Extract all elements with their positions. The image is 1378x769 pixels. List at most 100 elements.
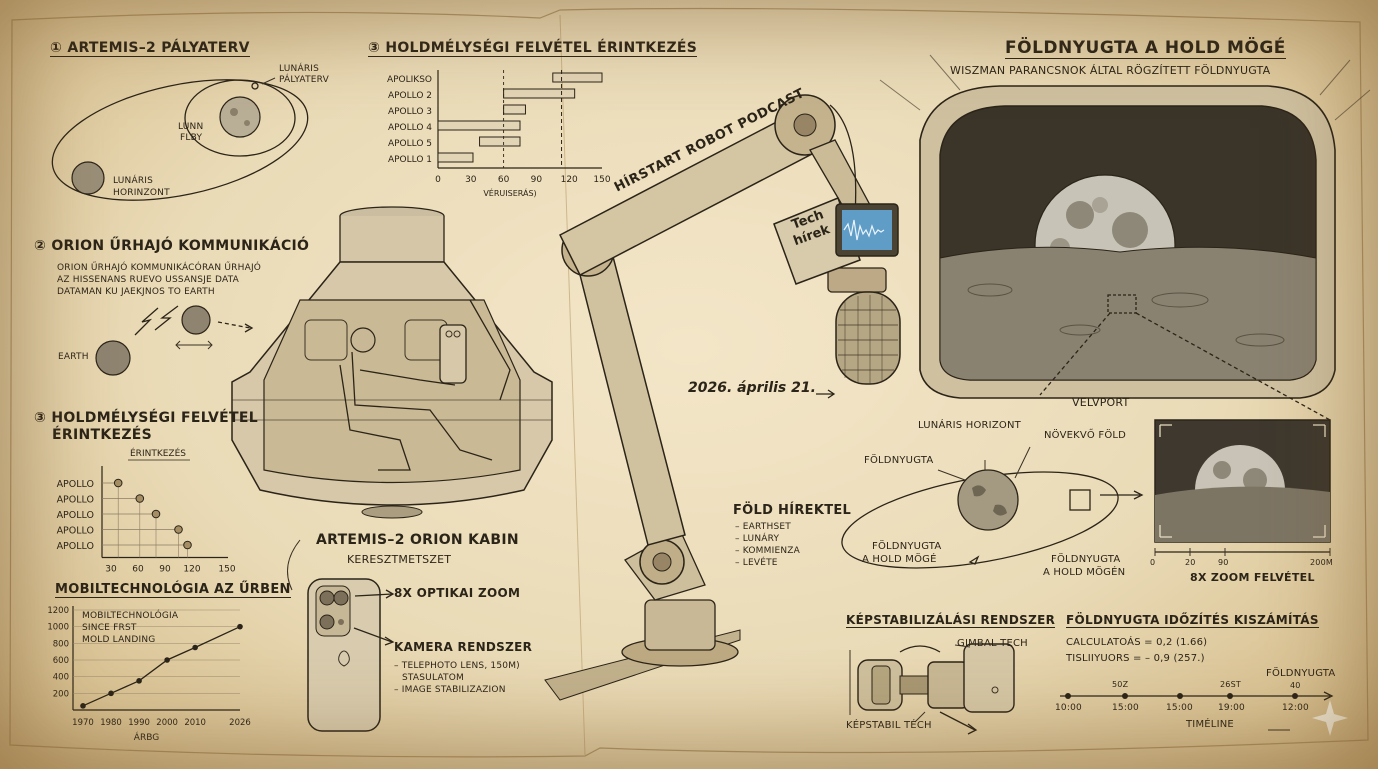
chart1-x-label: VÉRUISERÁS) xyxy=(483,187,536,198)
chart1-tick-label: 0 xyxy=(435,175,441,185)
growing-earth-label: NÖVEKVŐ FÖLD xyxy=(1044,430,1127,441)
earth-label: EARTH xyxy=(58,352,89,362)
earthset-window-illustration xyxy=(879,54,1371,421)
capsule-subtitle: KERESZTMETSZET xyxy=(347,553,452,566)
viewport-box xyxy=(1069,489,1091,511)
chart3-y-tick-label: 200 xyxy=(53,689,69,699)
chart1-bar xyxy=(552,72,603,83)
date-label: 2026. április 21. xyxy=(688,380,816,396)
chart2-tick-label: 150 xyxy=(218,565,235,575)
chart3-point xyxy=(237,623,243,630)
chart2-point xyxy=(174,525,183,534)
chart1-bar xyxy=(503,88,576,99)
timeline-axis-label: TIMÉLINE xyxy=(1186,719,1234,730)
astronaut-icon xyxy=(350,327,376,353)
zoom-photo xyxy=(1154,419,1331,556)
stab-title: KÉPSTABILIZÁLÁSI RENDSZER xyxy=(846,613,1056,628)
chart3-x-tick-label: 2026 xyxy=(229,718,251,728)
chart1-tick-label: 120 xyxy=(561,175,578,185)
chart1-category-label: APOLLO 4 xyxy=(388,123,432,133)
apple-logo-icon xyxy=(338,650,350,667)
chart1-category-label: APOLLO 3 xyxy=(388,107,432,117)
chart3-x-tick-label: 1980 xyxy=(100,718,122,728)
chart1-category-label: APOLLO 1 xyxy=(388,155,432,165)
chart1-tick-label: 90 xyxy=(531,175,543,185)
planet-icon xyxy=(181,305,211,335)
chart1-tick-label: 150 xyxy=(593,175,610,185)
chart2-category-label: APOLLO xyxy=(57,495,94,506)
timeline-mark-3: FÖLDNYUGTA xyxy=(1266,668,1336,679)
chart2-point xyxy=(151,509,161,519)
microphone-icon xyxy=(835,291,901,385)
chart3-x-label: ÁRBG xyxy=(134,731,159,743)
moon-icon xyxy=(219,96,261,138)
chart3-y-tick-label: 1000 xyxy=(47,623,69,633)
date-arrow-icon xyxy=(816,389,836,399)
phone-mount-icon xyxy=(439,324,467,384)
chart3-x-tick-label: 2000 xyxy=(156,718,178,728)
chart3-point xyxy=(80,703,86,709)
chart1-category-label: APOLLO 2 xyxy=(388,91,432,101)
phone-icon xyxy=(963,643,1015,713)
stab-label: KÉPSTABIL TÉCH xyxy=(846,720,932,731)
chart2-category-label: APOLLO xyxy=(57,541,94,552)
sparkle-icon xyxy=(1312,700,1348,736)
gimbal-label: GIMBAL TECH xyxy=(957,638,1028,649)
chart3-point xyxy=(192,644,198,651)
timeline-mark-2: 26ST xyxy=(1220,680,1241,689)
paper-fold xyxy=(559,14,586,756)
timeline-time-5: 12:00 xyxy=(1282,703,1309,713)
chart2-point xyxy=(113,478,123,488)
chart3-y-tick-label: 800 xyxy=(53,639,69,649)
chart3-y-tick-label: 400 xyxy=(53,673,69,683)
artemis-orbit-diagram xyxy=(51,77,309,201)
earth-icon xyxy=(957,469,1019,531)
zoom-caption: 8X ZOOM FELVÉTEL xyxy=(1190,571,1315,584)
chart-line: 200 400 600 800 1000 1200 1970 1980 1990 2000 2010… xyxy=(47,606,251,743)
comm-diagram xyxy=(95,305,254,376)
chart2-point xyxy=(135,494,145,503)
panel5-title: MOBILTECHNOLÓGIA AZ ŰRBEN xyxy=(55,582,291,598)
timeline-time-3: 15:00 xyxy=(1166,703,1193,713)
chart3-y-tick-label: 1200 xyxy=(47,606,69,616)
chart3-x-tick-label: 2010 xyxy=(184,718,206,728)
earthset-label: FÖLDNYUGTA xyxy=(864,455,934,466)
timeline-time-1: 10:00 xyxy=(1055,703,1082,713)
timeline-time-4: 19:00 xyxy=(1218,703,1245,713)
chart3-x-tick-label: 1990 xyxy=(128,718,150,728)
chart2-category-label: APOLLO xyxy=(57,479,94,490)
timing-formula-2: TISLIIYUORS = – 0,9 (257.) xyxy=(1066,653,1205,664)
timeline-time-2: 15:00 xyxy=(1112,703,1139,713)
chart-dot-plot: ÉRINTKEZÉSAPOLLOAPOLLOAPOLLOAPOLLOAPOLLO… xyxy=(57,447,236,575)
earthset-title: FÖLDNYUGTA A HOLD MÖGÉ xyxy=(1005,38,1286,59)
timeline-mark-1: 50Z xyxy=(1112,680,1129,689)
orion-capsule-illustration xyxy=(231,206,553,519)
chart3-y-tick-label: 600 xyxy=(53,656,69,666)
panel2-title: ② ORION ŰRHAJÓ KOMMUNIKÁCIÓ xyxy=(34,238,310,254)
smartphone-illustration xyxy=(287,539,395,732)
chart2-category-label: APOLLO xyxy=(57,510,94,521)
camera-system-list: – TELEPHOTO LENS, 150M)STASULATOM– IMAGE… xyxy=(394,661,520,695)
timeline xyxy=(1060,691,1334,731)
chart1-bar xyxy=(437,152,474,163)
chart3-x-tick-label: 1970 xyxy=(72,718,94,728)
timeline-mark-4: 40 xyxy=(1290,681,1301,690)
earthset-subtitle: WISZMAN PARANCSNOK ÁLTAL RÖGZÍTETT FÖLDN… xyxy=(950,64,1271,77)
camera-system-title: KAMERA RENDSZER xyxy=(394,640,533,654)
panel1-title: ① ARTEMIS–2 PÁLYATERV xyxy=(50,40,250,57)
lunar-horizon-label-2: LUNÁRIS HORIZONT xyxy=(918,420,1021,431)
optical-zoom-label: 8X OPTIKAI ZOOM xyxy=(394,586,521,600)
earth-icon xyxy=(71,161,105,195)
panel3-title: ③ HOLDMÉLYSÉGI FELVÉTEL ÉRINTKEZÉS xyxy=(368,40,698,57)
timing-formula-1: CALCULATOÁS = 0,2 (1.66) xyxy=(1066,637,1208,648)
